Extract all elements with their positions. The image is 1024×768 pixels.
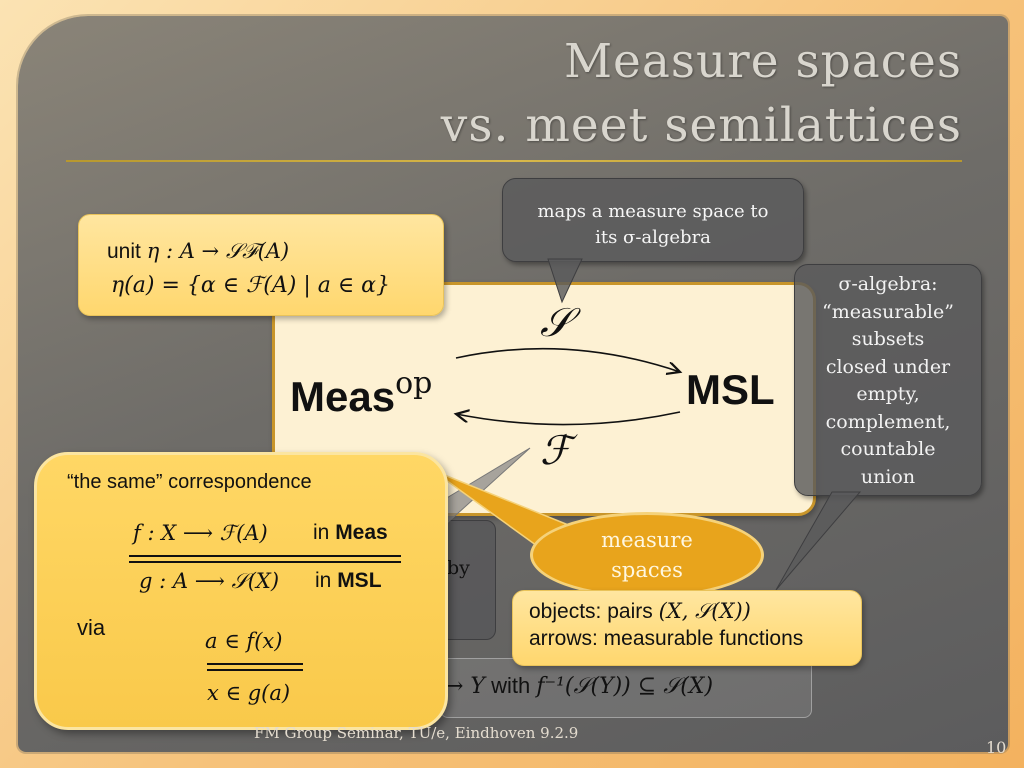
arrows-line: arrows: measurable functions <box>529 627 804 650</box>
rule-top-category: Meas <box>335 521 388 544</box>
callout-top-line-1: maps a measure space to <box>537 201 769 222</box>
unit-definition: η(a) = {α ∈ ℱ(A) | a ∈ α} <box>111 273 390 298</box>
callout-right-line: “measurable” <box>822 300 954 323</box>
unit-math: η : A → 𝒮ℱ(A) <box>146 239 290 263</box>
condition-math-1: → Y <box>445 674 485 699</box>
sigma-algebra-callout: maps a measure space to its σ-algebra <box>502 178 804 262</box>
callout-right-line: subsets <box>851 328 925 350</box>
hidden-note-box: by <box>440 520 496 640</box>
rule-top-math: f : X ⟶ ℱ(A) <box>133 521 268 545</box>
hidden-by-text: by <box>447 557 470 579</box>
rule-bottom-math: g : A ⟶ 𝒮(X) <box>139 569 280 593</box>
rule-bottom-category: MSL <box>337 569 382 592</box>
rule-top-in: in <box>313 521 336 544</box>
objects-arrows-box: objects: pairs (X, 𝒮(X)) arrows: measura… <box>512 590 862 666</box>
arrow-condition-text: → Y with f⁻¹(𝒮(Y)) ⊆ 𝒮(X) <box>445 673 713 699</box>
msl-label: MSL <box>686 366 775 413</box>
objects-text: objects: pairs <box>529 600 659 623</box>
page-number: 10 <box>986 738 1007 757</box>
condition-with: with <box>484 673 537 698</box>
via-rule-top: a ∈ f(x) <box>205 629 283 653</box>
callout-right-line: countable <box>840 438 936 460</box>
callout-right-line: closed under <box>825 355 951 378</box>
callout-top-line-2: its σ-algebra <box>595 227 711 248</box>
correspondence-box: “the same” correspondence f : X ⟶ ℱ(A) i… <box>34 452 448 730</box>
objects-math: (X, 𝒮(X)) <box>658 599 751 623</box>
ellipse-line-2: spaces <box>611 558 683 582</box>
slide-title: Measure spaces vs. meet semilattices <box>441 30 962 158</box>
via-label: via <box>77 615 106 640</box>
meas-label: Meas <box>290 373 396 420</box>
measure-spaces-ellipse: measure spaces <box>530 512 764 598</box>
functor-S-label: 𝒮 <box>540 300 571 346</box>
callout-right-line: σ-algebra: <box>838 273 938 295</box>
title-line-2: vs. meet semilattices <box>440 98 962 153</box>
objects-line: objects: pairs (X, 𝒮(X)) <box>529 599 751 624</box>
ellipse-line-1: measure <box>601 528 693 552</box>
via-double-rule-1 <box>207 663 303 665</box>
double-rule-line-1 <box>129 555 401 557</box>
unit-line-1: unit η : A → 𝒮ℱ(A) <box>107 239 289 264</box>
rule-bottom-in: in <box>315 569 338 592</box>
callout-right-line: empty, <box>856 383 920 405</box>
via-double-rule-2 <box>207 669 303 671</box>
footer-text: FM Group Seminar, TU/e, Eindhoven 9.2.9 <box>254 724 579 742</box>
title-line-1: Measure spaces <box>563 34 962 89</box>
functor-F-label: ℱ <box>540 428 572 474</box>
callout-right-line: complement, <box>825 410 951 433</box>
double-rule-line-2 <box>129 561 401 563</box>
correspondence-title: “the same” correspondence <box>67 471 312 493</box>
meas-op-label: Measop <box>290 366 432 421</box>
rule-bottom-tag: in MSL <box>315 569 382 593</box>
op-superscript: op <box>395 366 433 401</box>
condition-math-2: f⁻¹(𝒮(Y)) ⊆ 𝒮(X) <box>536 674 714 699</box>
callout-right-line: union <box>860 465 916 488</box>
unit-box: unit η : A → 𝒮ℱ(A) η(a) = {α ∈ ℱ(A) | a … <box>78 214 444 316</box>
via-rule-bottom: x ∈ g(a) <box>207 681 291 705</box>
arrow-condition-line: → Y with f⁻¹(𝒮(Y)) ⊆ 𝒮(X) <box>440 658 812 718</box>
rule-top-tag: in Meas <box>313 521 388 545</box>
title-underline <box>66 160 962 162</box>
unit-word: unit <box>107 240 147 263</box>
measurable-subsets-callout: σ-algebra: “measurable” subsets closed u… <box>794 264 982 496</box>
